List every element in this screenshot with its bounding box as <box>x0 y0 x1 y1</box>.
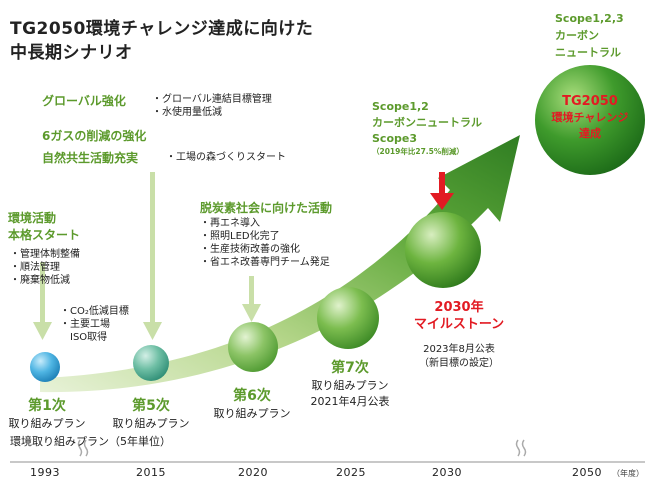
phase-6-plan: 取り組みプラン <box>213 407 291 420</box>
global-item: ・グローバル連結目標管理 <box>152 94 272 105</box>
phase-7-extra: 2021年4月公表 <box>310 395 390 408</box>
decarb-item: ・照明LED化完了 <box>200 231 280 242</box>
scope12-line2: カーボンニュートラル <box>372 116 482 129</box>
scope12-note: （2019年比27.5%削減） <box>372 147 464 156</box>
decarb-items: ・再エネ導入 ・照明LED化完了 ・生産技術改善の強化 ・省エネ改善専門チーム発… <box>200 217 330 269</box>
page-title-line2: 中長期シナリオ <box>10 43 133 63</box>
co2-item: ・CO₂低減目標 <box>60 306 129 317</box>
co2-item: ISO取得 <box>60 332 108 343</box>
page-title-line1: TG2050環境チャレンジ達成に向けた <box>10 19 314 39</box>
phase-1: 第1次 取り組みプラン <box>6 395 88 431</box>
env-start-line2: 本格スタート <box>8 228 81 242</box>
env-start-item: ・廃棄物低減 <box>10 275 70 286</box>
nature-heading: 自然共生活動充実 <box>42 151 139 165</box>
phase-7-plan: 取り組みプラン <box>311 379 389 392</box>
phase-1-name: 第1次 <box>28 398 66 414</box>
goal-line3: 達成 <box>579 127 601 140</box>
year-label: 2030 <box>432 466 462 479</box>
phase-5: 第5次 取り組みプラン <box>108 395 194 431</box>
phase-1-plan: 取り組みプラン <box>8 417 86 430</box>
year-label: 2015 <box>136 466 166 479</box>
milestone-line2: マイルストーン <box>413 317 505 332</box>
decarb-item: ・生産技術改善の強化 <box>200 244 300 255</box>
decarb-item: ・再エネ導入 <box>200 218 260 229</box>
year-label: 2020 <box>238 466 268 479</box>
year-label: 2050 <box>572 466 602 479</box>
light-down-arrows <box>33 172 261 340</box>
decarb-item: ・省エネ改善専門チーム発足 <box>200 257 330 268</box>
ball-1993 <box>30 352 60 382</box>
co2-item: ・主要工場 <box>60 319 110 330</box>
timeline-break-marks <box>77 439 527 457</box>
decarb-heading: 脱炭素社会に向けた活動 <box>200 201 333 215</box>
ball-2050-goal <box>533 63 647 177</box>
env-start-line1: 環境活動 <box>8 211 57 225</box>
phase-7: 第7次 取り組みプラン 2021年4月公表 <box>304 357 396 409</box>
milestone-sub: 2023年8月公表 （新目標の設定） <box>404 343 514 371</box>
scope12-line1: Scope1,2 <box>372 100 429 113</box>
nature-item: ・工場の森づくりスタート <box>166 152 286 163</box>
five-year-note: 環境取り組みプラン（5年単位） <box>10 435 171 448</box>
global-items: ・グローバル連結目標管理 ・水使用量低減 <box>152 93 272 119</box>
phase-5-plan: 取り組みプラン <box>112 417 190 430</box>
scope123-line1: Scope1,2,3 <box>555 12 624 25</box>
gas-heading: 6ガスの削減の強化 <box>42 129 147 143</box>
year-label: 2025 <box>336 466 366 479</box>
goal-line1: TG2050 <box>562 94 618 109</box>
scope12-block: Scope1,2 カーボンニュートラル Scope3 （2019年比27.5%削… <box>372 99 482 157</box>
goal-circle-text: TG2050 環境チャレンジ 達成 <box>534 94 646 142</box>
co2-items: ・CO₂低減目標 ・主要工場 ISO取得 <box>60 305 129 344</box>
phase-5-name: 第5次 <box>132 398 170 414</box>
scope123-block: Scope1,2,3 カーボン ニュートラル <box>555 10 624 61</box>
year-unit: （年度） <box>612 469 644 478</box>
milestone-sub1: 2023年8月公表 <box>423 344 495 355</box>
milestone-sub2: （新目標の設定） <box>419 358 499 369</box>
env-start-item: ・順法管理 <box>10 262 60 273</box>
ball-2025 <box>317 287 379 349</box>
scope12-line3: Scope3 <box>372 132 417 145</box>
global-heading: グローバル強化 <box>42 94 126 108</box>
year-label: 1993 <box>30 466 60 479</box>
phase-6: 第6次 取り組みプラン <box>208 385 296 421</box>
milestone-line1: 2030年 <box>434 300 484 315</box>
scope123-line3: ニュートラル <box>555 46 621 59</box>
ball-2030 <box>405 212 481 288</box>
env-start-item: ・管理体制整備 <box>10 249 80 260</box>
phase-6-name: 第6次 <box>233 388 271 404</box>
env-start-items: ・管理体制整備 ・順法管理 ・廃棄物低減 <box>10 248 80 287</box>
scope123-line2: カーボン <box>555 29 599 42</box>
goal-line2: 環境チャレンジ <box>551 111 629 124</box>
ball-2020 <box>228 322 278 372</box>
env-start-heading: 環境活動 本格スタート <box>8 210 80 244</box>
milestone-2030: 2030年 マイルストーン <box>404 299 514 333</box>
global-item: ・水使用量低減 <box>152 107 222 118</box>
ball-2015 <box>133 345 169 381</box>
red-down-arrow <box>430 172 454 210</box>
phase-7-name: 第7次 <box>331 360 369 376</box>
